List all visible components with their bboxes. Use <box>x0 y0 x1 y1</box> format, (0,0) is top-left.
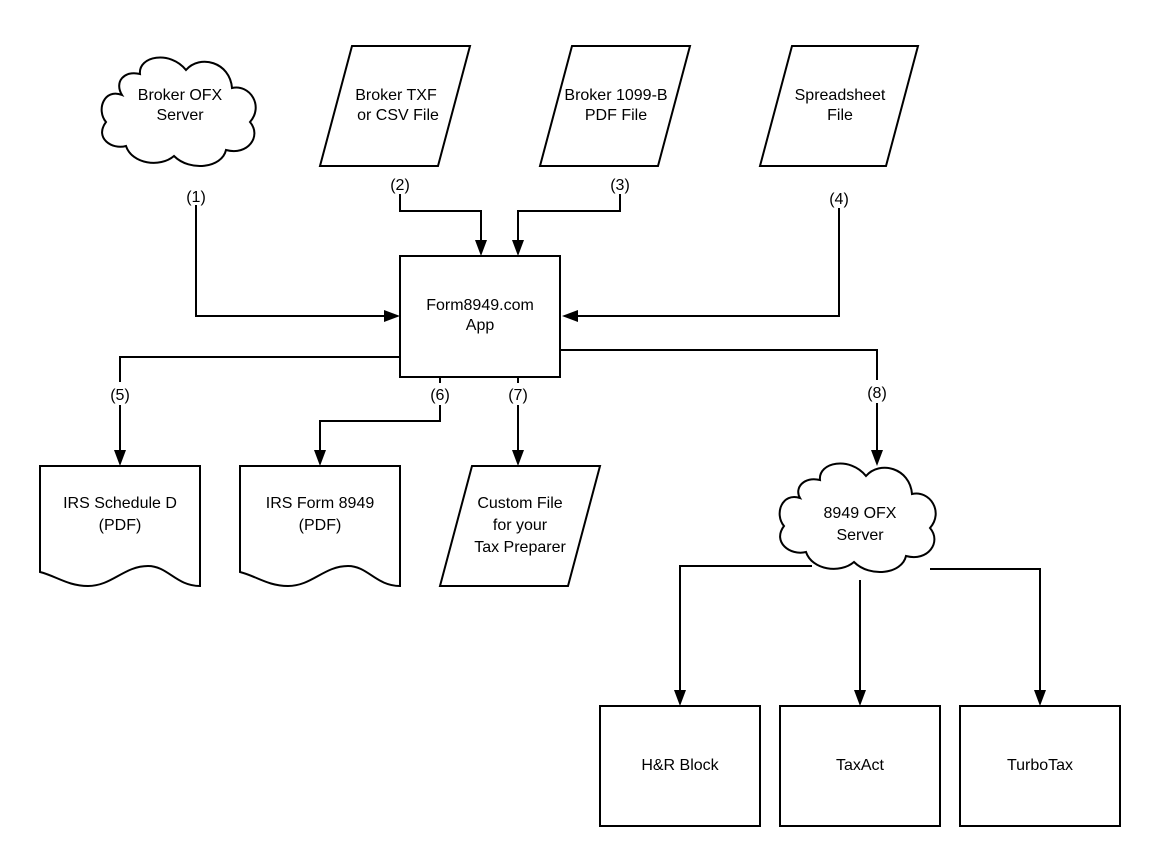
node-label-line: (PDF) <box>99 517 142 534</box>
edge-3 <box>517 194 621 240</box>
node-form8949-app: Form8949.com App <box>399 255 561 378</box>
edge-label-8: (8) <box>867 385 887 402</box>
node-label-line: PDF File <box>585 107 647 124</box>
rectangle-shape <box>779 705 941 827</box>
parallelogram-shape <box>318 45 472 167</box>
node-label-line: (PDF) <box>299 517 342 534</box>
node-label-line: or CSV File <box>357 107 439 124</box>
node-label-line: TaxAct <box>836 757 885 774</box>
edge-label-7: (7) <box>508 387 528 404</box>
node-label-line: Form8949.com <box>426 297 534 314</box>
rectangle-shape <box>599 705 761 827</box>
node-spreadsheet-file: Spreadsheet File <box>758 45 920 167</box>
node-label-line: for your <box>493 517 548 534</box>
edge-4 <box>578 208 840 317</box>
edge-1 <box>195 205 384 317</box>
node-broker-1099b-pdf-file: Broker 1099-B PDF File <box>538 45 692 167</box>
edge-label-4: (4) <box>829 191 849 208</box>
node-label-line: 8949 OFX <box>824 505 897 522</box>
node-irs-schedule-d: IRS Schedule D (PDF) <box>39 465 201 588</box>
node-broker-ofx-server: Broker OFX Server <box>100 56 257 168</box>
node-label-line: IRS Schedule D <box>63 495 177 512</box>
edge-labels: (1) (2) (3) (4) (5) (6) (7) (8) <box>110 177 887 404</box>
rectangle-shape <box>399 255 561 378</box>
edge-5 <box>119 356 400 382</box>
document-shape <box>39 465 201 588</box>
edge-label-3: (3) <box>610 177 630 194</box>
node-label-line: TurboTax <box>1007 757 1073 774</box>
node-label-line: Server <box>156 107 204 124</box>
node-8949-ofx-server: 8949 OFX Server <box>778 462 937 574</box>
node-label-line: Broker OFX <box>138 87 223 104</box>
node-label-line: Custom File <box>477 495 562 512</box>
edge-label-6: (6) <box>430 387 450 404</box>
edge-2 <box>399 194 482 240</box>
edge-label-2: (2) <box>390 177 410 194</box>
node-label-line: H&R Block <box>641 757 719 774</box>
node-label-line: Broker TXF <box>355 87 437 104</box>
edge-turbotax <box>930 568 1041 690</box>
node-custom-file: Custom File for your Tax Preparer <box>438 465 602 587</box>
node-label-line: File <box>827 107 853 124</box>
node-hr-block: H&R Block <box>599 705 761 827</box>
node-label-line: Tax Preparer <box>474 539 566 556</box>
cloud-shape <box>100 56 257 168</box>
edge-label-1: (1) <box>186 189 206 206</box>
node-label-line: IRS Form 8949 <box>266 495 375 512</box>
parallelogram-shape <box>538 45 692 167</box>
node-label-line: App <box>466 317 495 334</box>
node-label-line: Server <box>836 527 884 544</box>
parallelogram-shape <box>758 45 920 167</box>
node-irs-form-8949: IRS Form 8949 (PDF) <box>239 465 401 588</box>
edge-8 <box>560 349 878 380</box>
edge-label-5: (5) <box>110 387 130 404</box>
node-turbotax: TurboTax <box>959 705 1121 827</box>
arrowheads <box>114 240 1046 706</box>
node-label-line: Broker 1099-B <box>564 87 667 104</box>
edges <box>119 194 1041 690</box>
cloud-shape <box>778 462 937 574</box>
rectangle-shape <box>959 705 1121 827</box>
node-broker-txf-csv-file: Broker TXF or CSV File <box>318 45 472 167</box>
node-taxact: TaxAct <box>779 705 941 827</box>
node-label-line: Spreadsheet <box>795 87 886 104</box>
document-shape <box>239 465 401 588</box>
parallelogram-shape <box>438 465 602 587</box>
edge-hr-block <box>679 565 812 690</box>
